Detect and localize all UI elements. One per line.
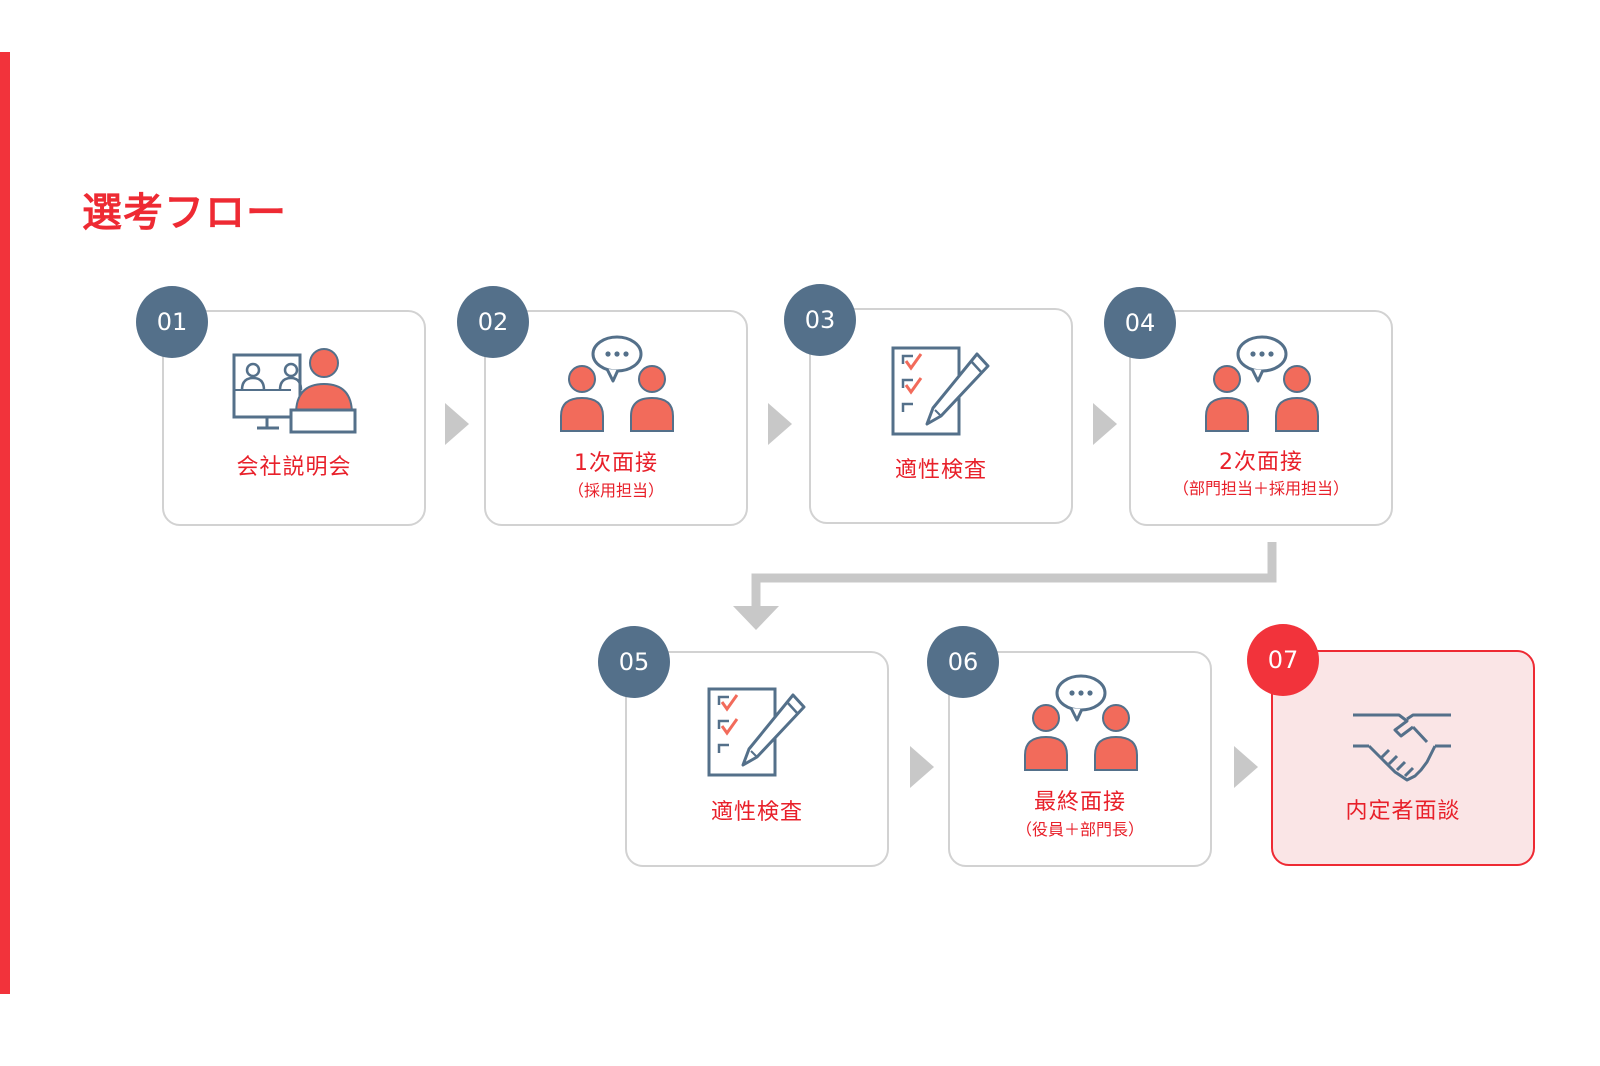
checklist-icon <box>891 346 990 436</box>
step-label: 適性検査 <box>710 800 803 825</box>
interview-icon <box>560 335 674 432</box>
step-sublabel: （役員＋部門長） <box>1015 820 1144 839</box>
next-arrow-icon <box>768 403 792 445</box>
interview-icon <box>1205 335 1319 432</box>
step-card-06: 最終面接 （役員＋部門長） <box>948 651 1212 867</box>
step-number-badge: 01 <box>136 286 208 358</box>
step-label: 内定者面談 <box>1345 799 1461 824</box>
step-number-badge: 06 <box>927 626 999 698</box>
handshake-icon <box>1353 713 1451 782</box>
page-title: 選考フロー <box>82 190 287 236</box>
step-card-01: 会社説明会 <box>162 310 426 526</box>
step-card-04: 2次面接 （部門担当＋採用担当） <box>1129 310 1393 526</box>
step-label: 最終面接 <box>1033 790 1126 815</box>
step-label: 適性検査 <box>894 458 987 483</box>
accent-bar <box>0 52 10 994</box>
step-number-badge: 05 <box>598 626 670 698</box>
step-sublabel: （採用担当） <box>567 481 664 500</box>
step-card-02: 1次面接 （採用担当） <box>484 310 748 526</box>
step-label: 1次面接 <box>574 451 658 476</box>
step-number-badge: 03 <box>784 284 856 356</box>
step-sublabel: （部門担当＋採用担当） <box>1172 479 1349 498</box>
step-card-03: 適性検査 <box>809 308 1073 524</box>
step-label: 2次面接 <box>1219 450 1303 475</box>
step-card-07: 内定者面談 <box>1271 650 1535 866</box>
step-card-05: 適性検査 <box>625 651 889 867</box>
step-number-badge: 07 <box>1247 624 1319 696</box>
step-label: 会社説明会 <box>236 455 352 480</box>
online-briefing-icon <box>232 348 357 434</box>
step-number-badge: 02 <box>457 286 529 358</box>
next-arrow-icon <box>1093 403 1117 445</box>
next-arrow-icon <box>445 403 469 445</box>
interview-icon <box>1024 674 1138 771</box>
next-arrow-icon <box>1234 746 1258 788</box>
checklist-icon <box>707 687 806 777</box>
next-arrow-icon <box>910 746 934 788</box>
step-number-badge: 04 <box>1104 287 1176 359</box>
